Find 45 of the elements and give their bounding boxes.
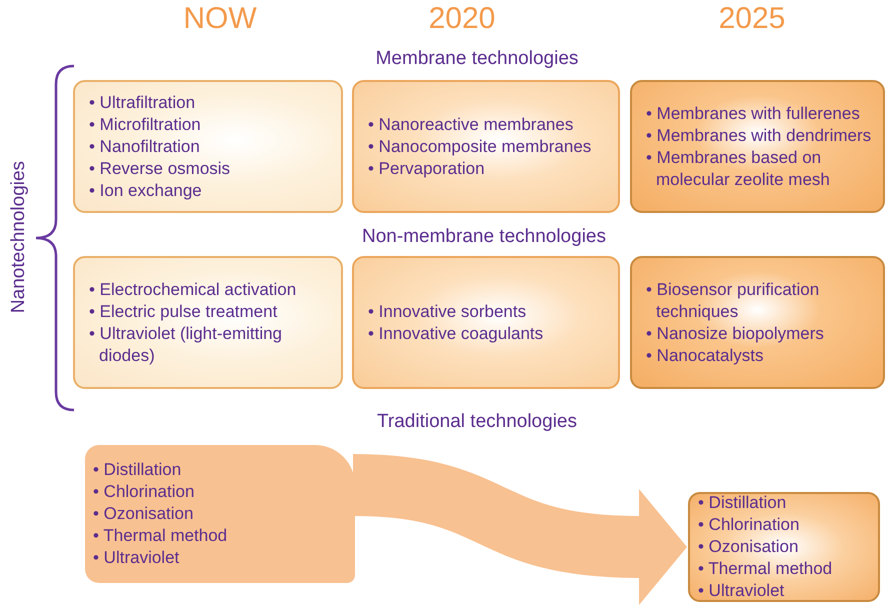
bullet-item: • Ozonisation [93,503,194,525]
arrow [352,454,687,605]
bullet-item: • Thermal method [93,525,228,547]
bullet-item: • Pervaporation [368,158,486,180]
bullet-item: • Nanofiltration [89,136,201,158]
column-heading: 2025 [718,2,786,36]
row-heading: Membrane technologies [376,48,578,70]
bullet-item: • Nanosize biopolymers [646,322,825,344]
row-heading: Traditional technologies [377,411,577,433]
column-heading: 2020 [428,2,496,36]
bullet-item: • Distillation [698,492,788,514]
bullet-item: • Distillation [93,459,182,481]
bullet-item: • Ultraviolet [93,547,180,569]
bullet-item: • Chlorination [93,481,196,503]
technology-box [73,256,343,389]
bullet-item: • Biosensor purification techniques [646,278,820,322]
technology-box [352,80,620,213]
group-heading: Nanotechnologies [8,160,30,314]
bullet-item: • Chlorination [698,514,800,536]
bullet-item: • Innovative coagulants [368,322,544,344]
bullet-item: • Nanoreactive membranes [368,114,574,136]
bullet-item: • Ultraviolet (light-emitting diodes) [89,322,284,366]
technology-box [630,256,885,389]
bullet-item: • Innovative sorbents [368,300,528,322]
technology-box [352,256,620,389]
bullet-item: • Nanocomposite membranes [368,136,592,158]
bullet-item: • Reverse osmosis [89,158,230,180]
bullet-item: • Membranes with fullerenes [646,102,861,124]
technology-box [688,492,880,602]
bullet-item: • Ion exchange [89,180,203,202]
bullet-item: • Ultraviolet [698,580,786,602]
bullet-item: • Electrochemical activation [89,278,298,300]
arrow-band-box [85,445,355,583]
technology-box [630,80,885,213]
bullet-item: • Nanocatalysts [646,344,764,366]
row-heading: Non-membrane technologies [362,226,606,248]
bullet-item: • Microfiltration [89,114,202,136]
technology-box [73,80,343,213]
bullet-item: • Membranes based on molecular zeolite mesh [646,146,831,190]
bullet-item: • Ultrafiltration [89,92,196,114]
bullet-item: • Ozonisation [698,536,800,558]
bullet-item: • Electric pulse treatment [89,300,278,322]
column-heading: NOW [182,2,258,36]
bullet-item: • Membranes with dendrimers [646,124,872,146]
bullet-item: • Thermal method [698,558,832,580]
